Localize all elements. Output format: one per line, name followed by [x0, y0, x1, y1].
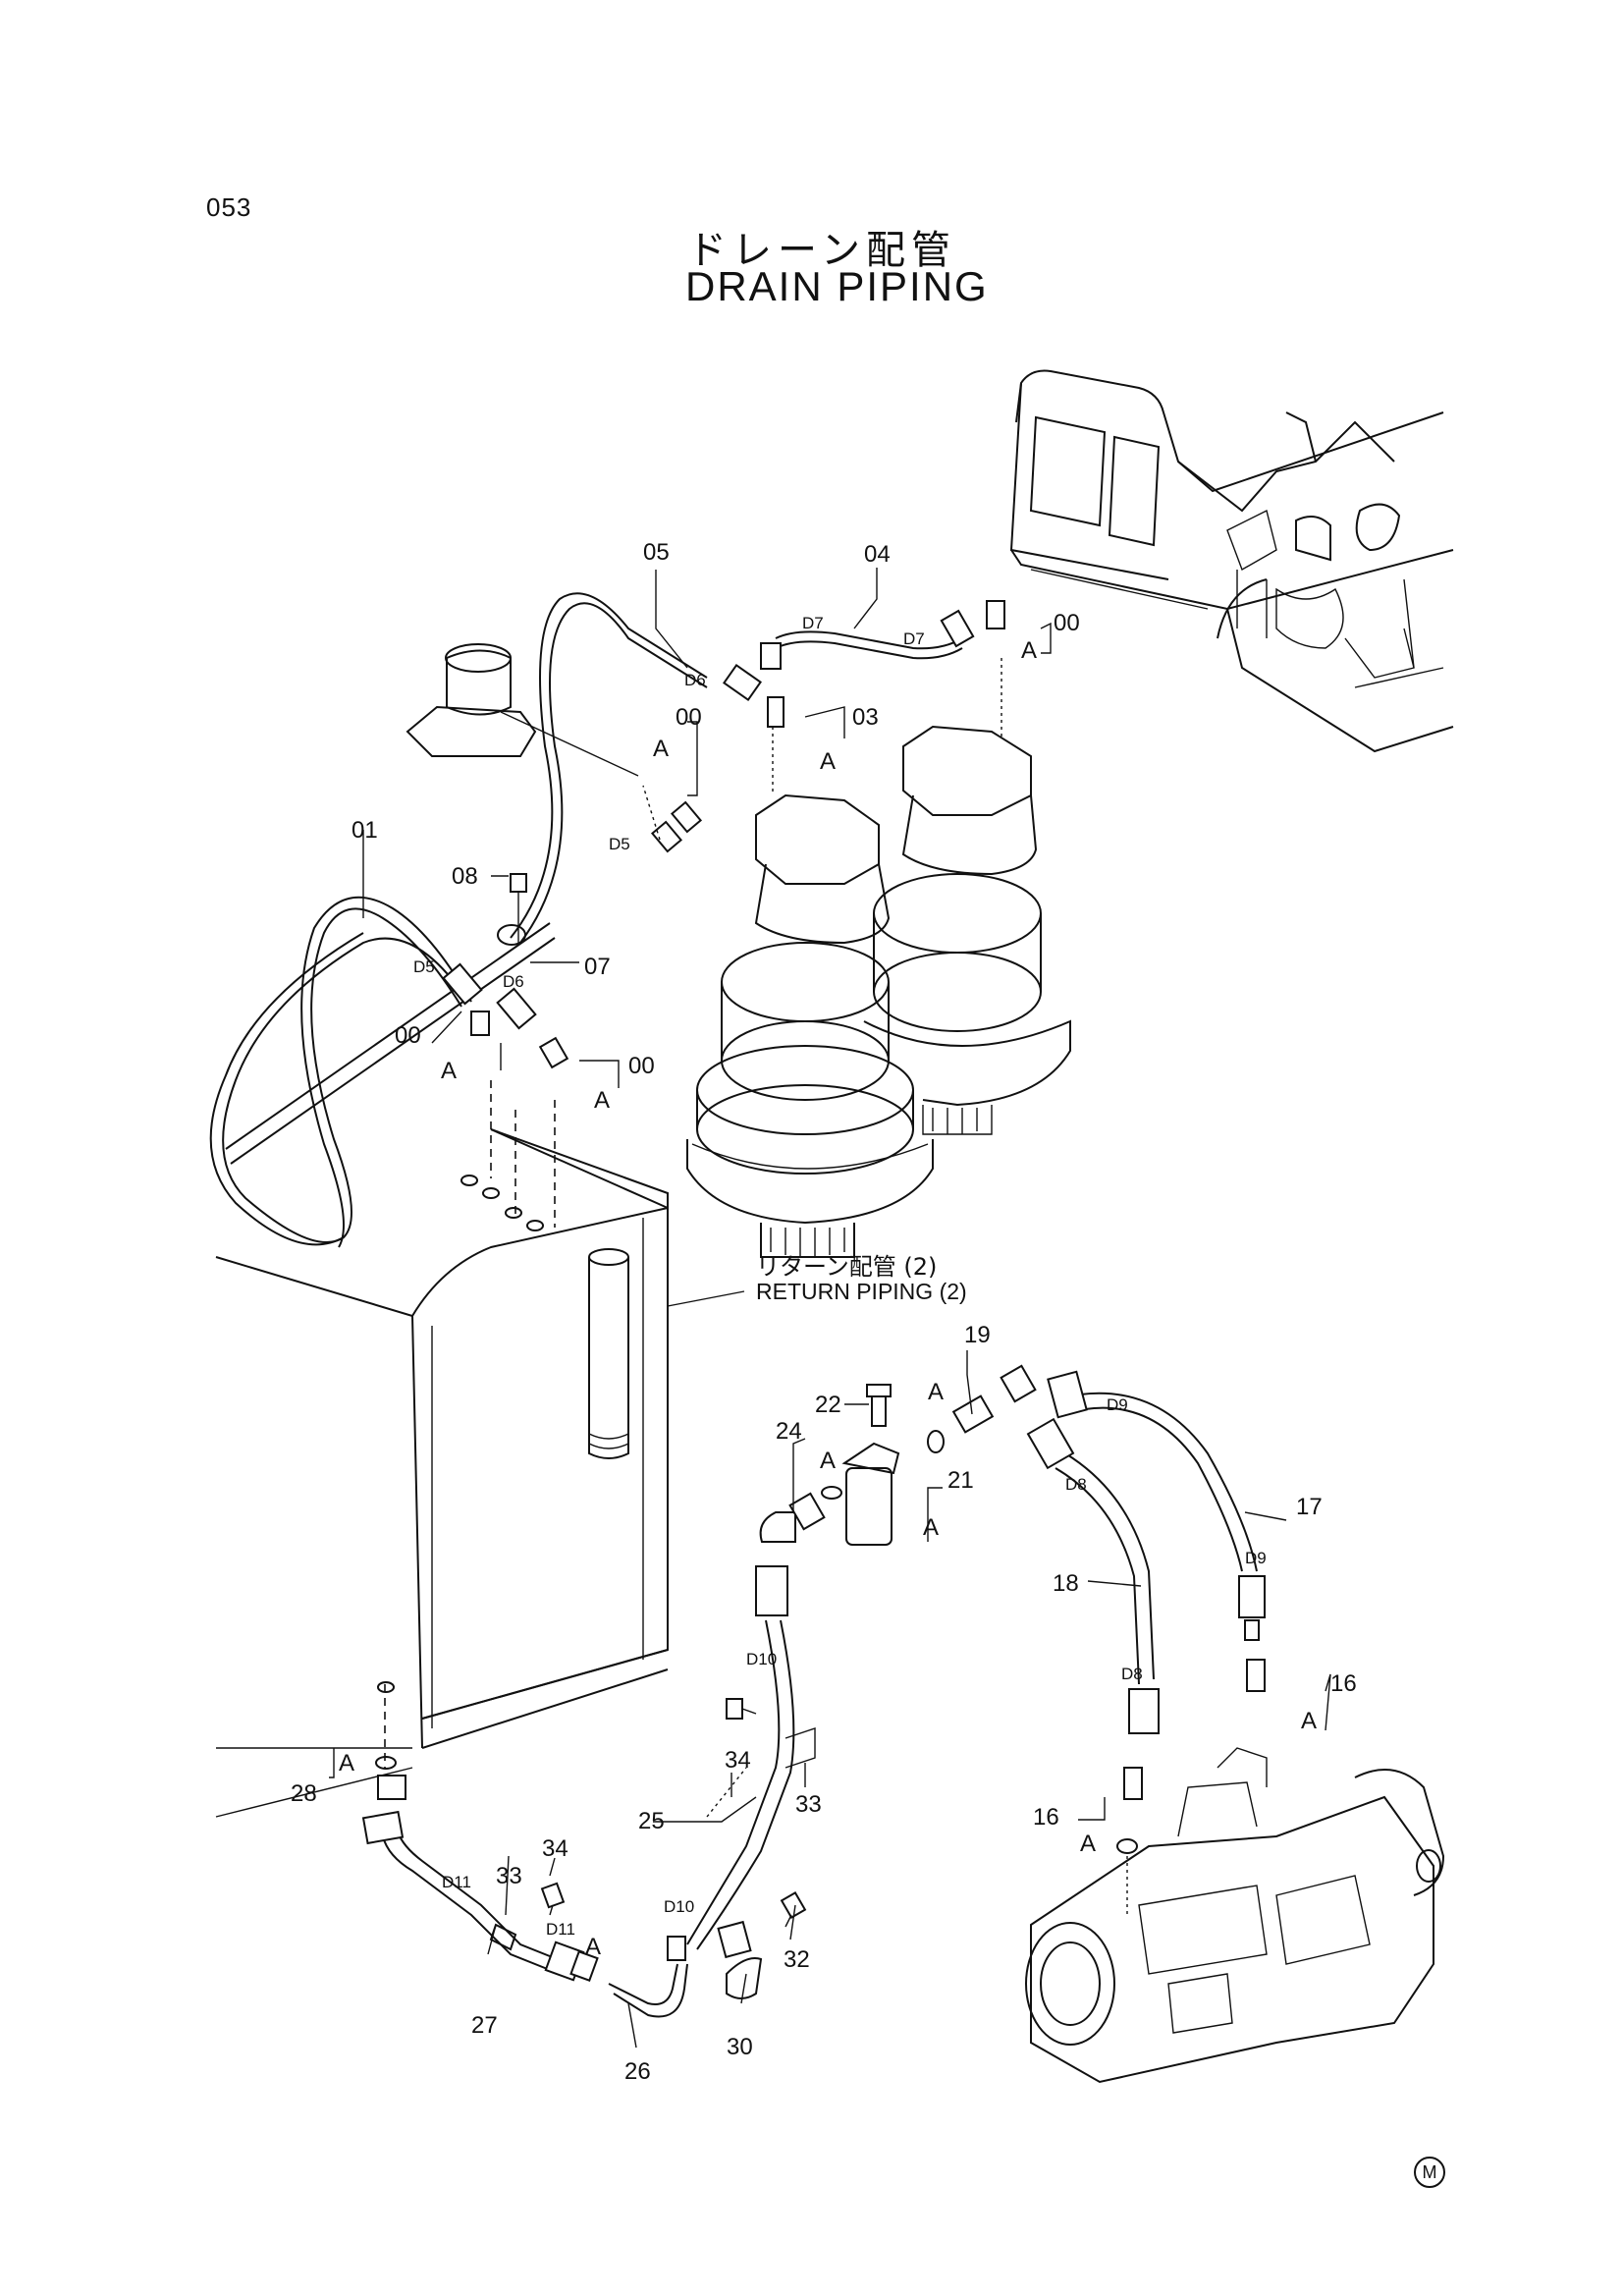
page-number: 053 — [206, 192, 252, 222]
detail-mark-a: A — [1080, 1831, 1096, 1857]
excavator-overview-sketch — [1009, 369, 1454, 753]
part-number-34: 34 — [542, 1835, 568, 1862]
part-number-00: 00 — [676, 704, 702, 731]
hose-05 — [225, 592, 708, 1165]
line-label-d6: D6 — [684, 671, 706, 689]
fittings-upper — [442, 600, 1005, 1069]
part-number-03: 03 — [852, 704, 879, 731]
m-circle-mark: M — [1414, 2157, 1445, 2188]
part-number-16: 16 — [1033, 1804, 1059, 1831]
detail-mark-a: A — [1021, 637, 1037, 664]
drain-line-lower — [361, 1681, 807, 2018]
part-number-00: 00 — [1054, 610, 1080, 636]
center-joint-fitting — [406, 643, 639, 777]
line-label-d5: D5 — [609, 835, 630, 853]
detail-mark-a: A — [928, 1379, 944, 1405]
line-label-d10: D10 — [664, 1897, 694, 1916]
line-label-d9: D9 — [1245, 1549, 1267, 1567]
swing-motor-rear — [863, 725, 1071, 1135]
part-number-08: 08 — [452, 863, 478, 890]
detail-mark-a: A — [594, 1087, 610, 1114]
part-number-04: 04 — [864, 541, 891, 568]
part-number-00: 00 — [628, 1053, 655, 1079]
part-number-labels: 05 04 00 03 00 01 08 07 00 00 19 22 24 2… — [291, 539, 1357, 2085]
detail-mark-a: A — [923, 1514, 939, 1541]
part-number-26: 26 — [624, 2058, 651, 2085]
detail-mark-a: A — [1301, 1708, 1317, 1734]
detail-mark-a: A — [441, 1058, 457, 1084]
tank-port-connections — [460, 658, 1002, 1231]
detail-a-marks: A A A A A A A A A A A A — [339, 637, 1317, 1960]
main-pump — [1025, 1747, 1445, 2084]
detail-mark-a: A — [820, 748, 836, 775]
line-label-d9: D9 — [1107, 1395, 1128, 1414]
line-label-d11: D11 — [442, 1873, 471, 1891]
part-number-01: 01 — [352, 817, 378, 844]
part-number-19: 19 — [964, 1322, 991, 1348]
return-piping-reference: RETURN PIPING (2) — [756, 1279, 967, 1304]
drain-filter — [821, 1364, 1037, 1546]
detail-mark-a: A — [653, 736, 669, 762]
line-label-d10: D10 — [746, 1650, 777, 1668]
part-number-24: 24 — [776, 1418, 802, 1445]
hose-04 — [775, 630, 963, 660]
part-number-33: 33 — [795, 1791, 822, 1818]
part-number-18: 18 — [1053, 1570, 1079, 1597]
line-label-d8: D8 — [1121, 1665, 1143, 1683]
detail-mark-a: A — [820, 1448, 836, 1474]
part-number-27: 27 — [471, 2012, 498, 2039]
line-label-d11: D11 — [546, 1920, 575, 1939]
detail-mark-a: A — [585, 1934, 601, 1960]
line-label-d5: D5 — [413, 957, 435, 976]
part-number-22: 22 — [815, 1392, 841, 1418]
line-label-d6: D6 — [503, 972, 524, 991]
hose-18 — [1026, 1417, 1160, 1915]
part-number-16: 16 — [1330, 1670, 1357, 1697]
part-number-30: 30 — [727, 2034, 753, 2060]
part-number-25: 25 — [638, 1808, 665, 1834]
part-number-28: 28 — [291, 1780, 317, 1807]
hose-17 — [1047, 1370, 1266, 1692]
part-number-00: 00 — [395, 1022, 421, 1049]
hydraulic-tank — [215, 1128, 669, 1818]
page-title: DRAIN PIPING — [685, 263, 989, 309]
leader-lines — [329, 568, 1331, 2049]
line-label-d7: D7 — [903, 629, 925, 648]
line-label-d7: D7 — [802, 614, 824, 632]
detail-mark-a: A — [339, 1750, 354, 1777]
part-number-21: 21 — [947, 1467, 974, 1494]
part-number-17: 17 — [1296, 1494, 1323, 1520]
page-title-japanese: ドレーン配管 — [687, 228, 956, 273]
part-number-05: 05 — [643, 539, 670, 566]
hose-25 — [686, 1492, 826, 1950]
line-designation-labels: D7 D7 D6 D5 D5 D6 D9 D8 D9 D10 D8 D11 D1… — [413, 614, 1267, 1939]
part-number-34: 34 — [725, 1747, 751, 1774]
part-number-32: 32 — [784, 1946, 810, 1973]
swing-motor-front — [686, 793, 934, 1258]
part-number-07: 07 — [584, 954, 611, 980]
hose-01 — [209, 896, 472, 1248]
part-number-33: 33 — [496, 1863, 522, 1889]
line-label-d8: D8 — [1065, 1475, 1087, 1494]
